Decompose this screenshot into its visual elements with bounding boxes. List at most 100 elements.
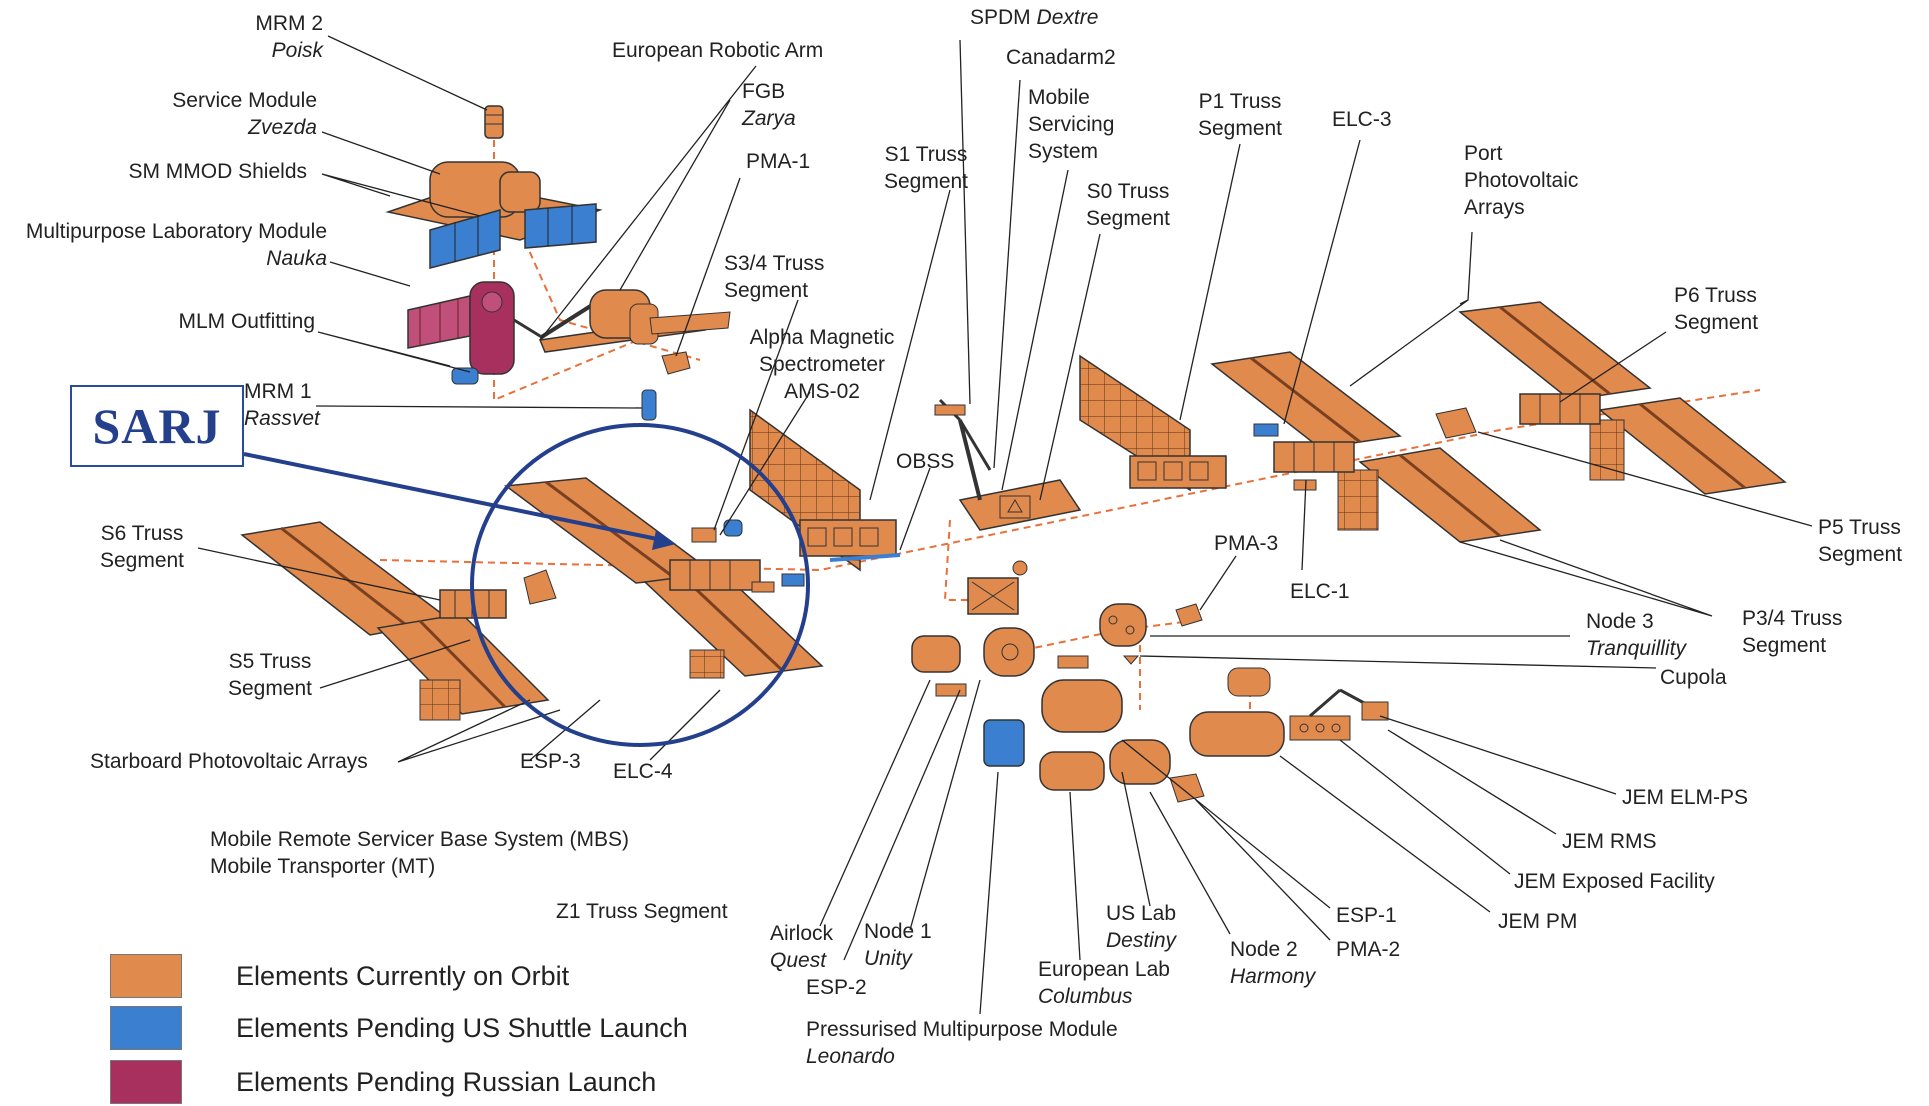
label-s34-line2: Segment	[724, 279, 809, 302]
label-mlm-outfitting-name: MLM Outfitting	[178, 310, 315, 333]
p1-truss	[1129, 455, 1227, 489]
jem-complex	[1189, 667, 1389, 757]
label-s0: S0 Truss Segment	[1068, 178, 1188, 232]
label-service-module: Service Module Zvezda	[120, 87, 317, 141]
label-pma1: PMA-1	[746, 148, 810, 175]
label-mlm-name: Multipurpose Laboratory Module	[25, 220, 327, 243]
label-elc3-name: ELC-3	[1332, 108, 1392, 131]
label-service-module-name: Service Module	[172, 89, 317, 112]
label-node3-italic: Tranquillity	[1586, 637, 1686, 660]
mlm-outfitting	[451, 367, 479, 385]
s34-truss	[669, 519, 761, 591]
mrm2-module	[484, 105, 504, 139]
label-s6: S6 Truss Segment	[82, 520, 202, 574]
label-p34: P3/4 Truss Segment	[1742, 605, 1842, 659]
s0-truss-mobile-base	[958, 479, 1082, 531]
label-mbs-line1: Mobile Remote Servicer Base System (MBS)	[210, 828, 629, 851]
legend-swatch-russian	[110, 1060, 182, 1104]
label-euro-lab-italic: Columbus	[1038, 985, 1133, 1008]
label-z1-name: Z1 Truss Segment	[556, 900, 728, 923]
label-esp1-name: ESP-1	[1336, 904, 1397, 927]
label-s34: S3/4 Truss Segment	[724, 250, 824, 304]
label-mss: Mobile Servicing System	[1028, 84, 1114, 165]
label-spdm: SPDM Dextre	[970, 4, 1098, 31]
label-s6-line1: S6 Truss	[100, 522, 184, 545]
label-us-lab: US Lab Destiny	[1106, 900, 1176, 954]
label-mrm1-italic: Rassvet	[244, 407, 320, 430]
label-mrm1: MRM 1 Rassvet	[244, 378, 320, 432]
label-cupola-name: Cupola	[1660, 666, 1727, 689]
label-mbs: Mobile Remote Servicer Base System (MBS)…	[210, 826, 629, 880]
label-esp1: ESP-1	[1336, 902, 1397, 929]
elc3	[1253, 423, 1279, 437]
pma3-cupola-node3	[1099, 603, 1203, 665]
legend-row-russian: Elements Pending Russian Launch	[110, 1058, 656, 1106]
label-p1-line2: Segment	[1197, 117, 1283, 140]
label-esp3: ESP-3	[520, 748, 581, 775]
sarj-label: SARJ	[92, 398, 222, 454]
label-era-name: European Robotic Arm	[612, 39, 824, 62]
label-airlock-italic: Quest	[770, 949, 827, 972]
label-starboard-pv-name: Starboard Photovoltaic Arrays	[90, 750, 368, 773]
leader-lines	[197, 35, 1813, 1015]
label-airlock-name: Airlock	[770, 922, 834, 945]
label-service-module-italic: Zvezda	[248, 116, 317, 139]
label-port-pv: Port Photovoltaic Arrays	[1464, 140, 1578, 221]
label-p6: P6 Truss Segment	[1674, 282, 1758, 336]
label-node2-name: Node 2	[1230, 938, 1298, 961]
sarj-highlight	[243, 423, 810, 747]
label-s5-line1: S5 Truss	[228, 650, 312, 673]
label-mlm-outfitting: MLM Outfitting	[150, 308, 315, 335]
label-port-pv-line1: Port	[1464, 142, 1503, 165]
mlm-nauka	[407, 281, 541, 375]
label-spdm-italic: Dextre	[1036, 6, 1099, 29]
label-s34-line1: S3/4 Truss	[724, 252, 825, 275]
label-cupola: Cupola	[1660, 664, 1727, 691]
label-ams: Alpha Magnetic Spectrometer AMS-02	[742, 324, 902, 405]
label-ams-line2: Spectrometer	[758, 353, 886, 376]
label-pma3-name: PMA-3	[1214, 532, 1279, 555]
legend-row-us-shuttle: Elements Pending US Shuttle Launch	[110, 1004, 688, 1052]
label-fgb-italic: Zarya	[742, 107, 796, 130]
fgb-zarya	[538, 289, 731, 353]
label-jem-elm-ps-name: JEM ELM-PS	[1622, 786, 1749, 809]
pma1-adapter	[661, 351, 691, 375]
p5-p6-truss	[1435, 393, 1601, 439]
label-p1: P1 Truss Segment	[1180, 88, 1300, 142]
label-mss-line1: Mobile	[1028, 86, 1090, 109]
label-sm-mmod: SM MMOD Shields	[90, 158, 307, 185]
label-port-pv-line2: Photovoltaic	[1464, 169, 1579, 192]
legend-swatch-on-orbit	[110, 954, 182, 998]
label-mss-line3: System	[1028, 140, 1099, 163]
label-node1-name: Node 1	[864, 920, 932, 943]
label-canadarm2: Canadarm2	[1006, 44, 1116, 71]
port-solar-arrays	[1210, 301, 1787, 543]
legend-label-us-shuttle: Elements Pending US Shuttle Launch	[236, 1012, 688, 1043]
label-pmm: Pressurised Multipurpose Module Leonardo	[806, 1016, 1118, 1070]
us-modules	[911, 627, 1205, 803]
label-us-lab-name: US Lab	[1106, 902, 1177, 925]
label-canadarm2-name: Canadarm2	[1006, 46, 1116, 69]
label-jem-rms: JEM RMS	[1562, 828, 1657, 855]
z1-truss	[967, 560, 1028, 615]
label-node2-italic: Harmony	[1230, 965, 1316, 988]
label-s1-line2: Segment	[883, 170, 969, 193]
label-pmm-name: Pressurised Multipurpose Module	[806, 1018, 1118, 1041]
label-ams-line3: AMS-02	[784, 380, 860, 403]
label-pma2-name: PMA-2	[1336, 938, 1401, 961]
label-s6-line2: Segment	[99, 549, 185, 572]
label-euro-lab: European Lab Columbus	[1038, 956, 1170, 1010]
label-jem-pm-name: JEM PM	[1498, 910, 1578, 933]
mrm1-rassvet	[641, 389, 657, 421]
label-mrm1-name: MRM 1	[244, 380, 312, 403]
label-s5-line2: Segment	[227, 677, 313, 700]
label-esp2-name: ESP-2	[806, 976, 867, 999]
label-era: European Robotic Arm	[612, 37, 823, 64]
label-obss: OBSS	[896, 448, 954, 475]
label-mlm-italic: Nauka	[266, 247, 327, 270]
label-pma1-name: PMA-1	[746, 150, 811, 173]
label-port-pv-line3: Arrays	[1464, 196, 1525, 219]
label-elc1-name: ELC-1	[1290, 580, 1350, 603]
